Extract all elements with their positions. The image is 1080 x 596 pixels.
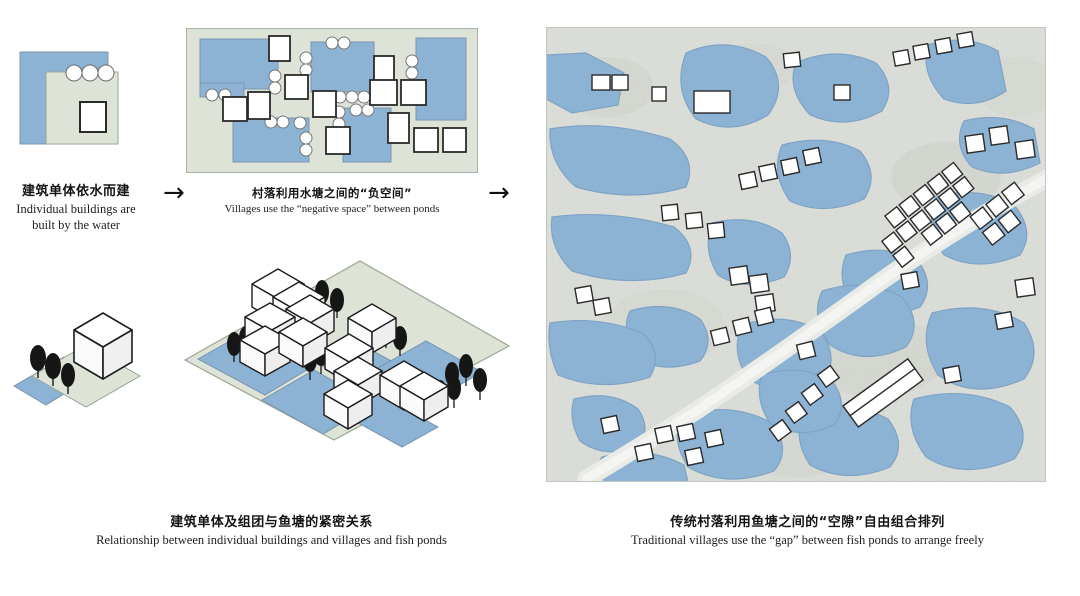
aerial-map	[546, 27, 1046, 482]
village-ponds	[199, 37, 467, 163]
caption-bottom-right: 传统村落利用鱼塘之间的“空隙”自由组合排列 Traditional villag…	[560, 514, 1055, 548]
caption-unit: 建筑单体依水而建 Individual buildings are built …	[0, 183, 152, 234]
village-plan-diagram	[186, 28, 478, 173]
caption-village: 村落利用水塘之间的“负空间” Villages use the “negativ…	[192, 186, 472, 216]
caption-bottom-left-en: Relationship between individual building…	[96, 532, 447, 547]
village-buildings	[222, 35, 467, 155]
map-canvas	[546, 27, 1046, 482]
caption-village-cn: 村落利用水塘之间的“负空间”	[251, 186, 413, 200]
axon-cluster-buildings	[239, 268, 449, 430]
caption-bottom-left-cn: 建筑单体及组团与鱼塘的紧密关系	[170, 515, 373, 530]
unit-building	[79, 101, 107, 133]
caption-bottom-left: 建筑单体及组团与鱼塘的紧密关系 Relationship between ind…	[24, 514, 519, 548]
map-road	[577, 170, 1046, 482]
caption-bottom-right-en: Traditional villages use the “gap” betwe…	[631, 532, 984, 547]
caption-unit-cn: 建筑单体依水而建	[21, 184, 130, 199]
unit-plan-diagram	[18, 50, 138, 155]
map-buildings	[574, 30, 1036, 467]
caption-village-en: Villages use the “negative space” betwee…	[224, 202, 440, 215]
axon-unit-trees	[30, 345, 75, 394]
arrow-step-1: →	[163, 178, 185, 208]
axon-cluster-diagram	[182, 252, 512, 448]
arrow-step-2: →	[488, 178, 510, 208]
caption-unit-en-1: Individual buildings are	[16, 201, 136, 216]
caption-bottom-right-cn: 传统村落利用鱼塘之间的“空隙”自由组合排列	[670, 515, 945, 530]
axon-unit-building	[73, 312, 133, 380]
axon-unit-diagram	[12, 300, 152, 410]
caption-unit-en-2: built by the water	[32, 218, 120, 233]
unit-tree-row	[65, 64, 115, 82]
